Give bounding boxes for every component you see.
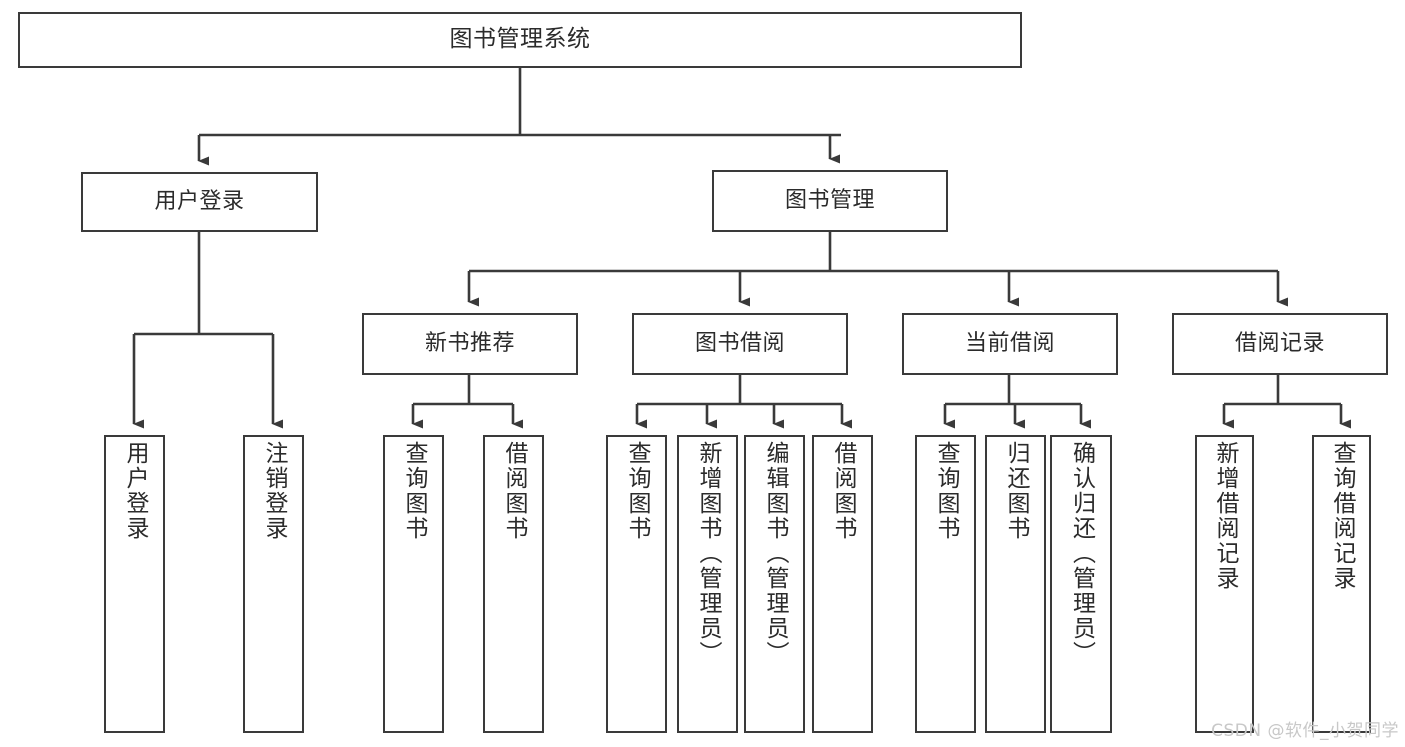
node-leaf-confirm-return[interactable]: 确认归还（管理员） (1050, 435, 1112, 733)
node-label: 新书推荐 (424, 331, 515, 357)
node-label: 新增借阅记录 (1212, 441, 1238, 591)
node-label: 用户登录 (154, 189, 245, 215)
node-leaf-logout-login[interactable]: 注销登录 (243, 435, 304, 733)
node-leaf-query-book-2[interactable]: 查询图书 (606, 435, 667, 733)
node-leaf-borrow-book-1[interactable]: 借阅图书 (483, 435, 544, 733)
node-user-login[interactable]: 用户登录 (81, 172, 318, 232)
node-label: 借阅图书 (501, 441, 527, 541)
node-book-management[interactable]: 图书管理 (712, 170, 948, 232)
node-leaf-query-book-3[interactable]: 查询图书 (915, 435, 976, 733)
node-label: 注销登录 (261, 441, 287, 541)
node-leaf-query-book-1[interactable]: 查询图书 (383, 435, 444, 733)
node-leaf-borrow-book-2[interactable]: 借阅图书 (812, 435, 873, 733)
node-label: 查询图书 (401, 441, 427, 541)
node-label: 新增图书（管理员） (695, 441, 721, 666)
node-leaf-edit-book[interactable]: 编辑图书（管理员） (744, 435, 805, 733)
node-leaf-user-login[interactable]: 用户登录 (104, 435, 165, 733)
node-leaf-query-borrow-record[interactable]: 查询借阅记录 (1312, 435, 1371, 733)
node-label: 查询图书 (933, 441, 959, 541)
node-label: 借阅记录 (1234, 331, 1325, 357)
node-label: 查询借阅记录 (1329, 441, 1355, 591)
node-leaf-add-borrow-record[interactable]: 新增借阅记录 (1195, 435, 1254, 733)
node-new-book-recommend[interactable]: 新书推荐 (362, 313, 578, 375)
node-label: 编辑图书（管理员） (762, 441, 788, 666)
node-book-management-system[interactable]: 图书管理系统 (18, 12, 1022, 68)
node-label: 图书管理 (784, 188, 875, 214)
node-label: 借阅图书 (830, 441, 856, 541)
node-label: 图书借阅 (694, 331, 785, 357)
node-leaf-add-book[interactable]: 新增图书（管理员） (677, 435, 738, 733)
node-borrow-record[interactable]: 借阅记录 (1172, 313, 1388, 375)
node-label: 归还图书 (1003, 441, 1029, 541)
node-book-borrow[interactable]: 图书借阅 (632, 313, 848, 375)
csdn-watermark: CSDN @软件_小贺同学 (1211, 721, 1399, 741)
node-label: 确认归还（管理员） (1068, 441, 1095, 666)
node-label: 用户登录 (122, 441, 148, 541)
node-current-borrow[interactable]: 当前借阅 (902, 313, 1118, 375)
node-leaf-return-book[interactable]: 归还图书 (985, 435, 1046, 733)
node-label: 查询图书 (624, 441, 650, 541)
node-label: 当前借阅 (964, 331, 1055, 357)
node-label: 图书管理系统 (449, 26, 591, 53)
